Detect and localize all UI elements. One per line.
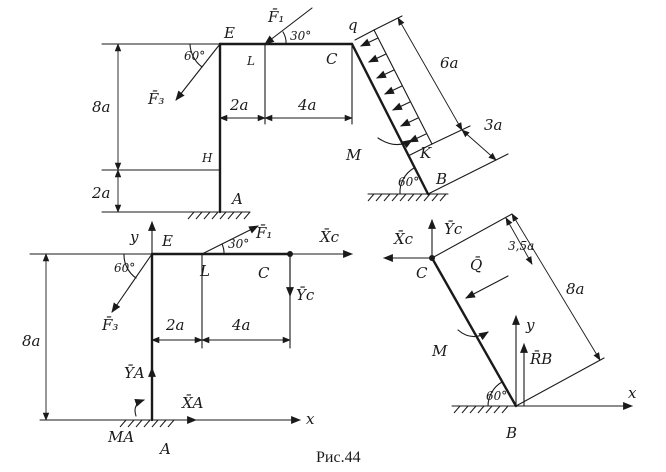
label-k: K: [419, 144, 432, 162]
force-f3-arrow: [175, 43, 221, 101]
label-dim-2a-horiz: 2a: [229, 96, 249, 114]
ground-hatch-b: [367, 193, 447, 202]
label-f3-fbd: F̄₃: [101, 316, 118, 334]
fbd-bottom-left: x y E L: [22, 221, 353, 458]
angle-arc-30: [282, 31, 287, 45]
moment-ma-arrow: [134, 399, 145, 417]
label-xc-r: X̄c: [393, 230, 414, 248]
moment-m-arrow: [377, 137, 413, 149]
label-c-fbd: C: [258, 264, 270, 282]
load-cap-bottom: [407, 143, 433, 157]
label-dim-4a-fbd: 4a: [231, 316, 251, 334]
ext-c-r: [431, 213, 513, 259]
label-ma-fbd: MA: [107, 428, 134, 446]
label-yc-fbd: Ȳc: [296, 286, 315, 304]
ext-3a-bottom: [427, 153, 509, 195]
label-q-r: Q̄: [470, 256, 482, 274]
label-l-fbd: L: [199, 262, 210, 280]
force-q: [465, 275, 509, 299]
ext-6a-bottom: [431, 125, 471, 145]
label-a-fbd: A: [158, 440, 171, 458]
axis-x-r-label: x: [628, 384, 637, 402]
label-b-r: B: [505, 424, 517, 442]
label-h: H: [201, 151, 213, 165]
axis-y-label: y: [129, 228, 139, 246]
label-c: C: [326, 50, 338, 68]
label-dim-4a: 4a: [297, 96, 317, 114]
angle-arc-b: [399, 167, 415, 195]
beam-cb: [350, 42, 430, 196]
label-xa-fbd: X̄A: [181, 394, 204, 412]
label-xc-fbd: X̄c: [319, 228, 340, 246]
load-envelope: [373, 29, 433, 145]
label-f1-fbd: F̄₁: [255, 224, 272, 242]
label-dim-8a-fbd: 8a: [22, 332, 41, 350]
force-f1-fbd: [201, 225, 259, 255]
label-dim-8a-r: 8a: [566, 280, 585, 298]
label-60-r: 60°: [486, 389, 507, 403]
dim-6a: [397, 17, 463, 131]
label-a: A: [230, 190, 243, 208]
label-l: L: [246, 54, 255, 68]
label-angle-60-b: 60°: [398, 175, 419, 189]
label-e-fbd: E: [161, 232, 173, 250]
dim-3a: [461, 129, 497, 161]
ext-6a-top: [373, 15, 403, 31]
dim-8a-r: [511, 213, 601, 361]
label-ya-fbd: ȲA: [124, 364, 145, 382]
axis-y-r-label: y: [525, 316, 535, 334]
label-e: E: [223, 24, 235, 42]
ground-hatch-a: [187, 211, 251, 220]
label-f1: F̄₁: [267, 8, 284, 26]
load-cap-top: [354, 29, 375, 41]
arc-60-fbd: [123, 253, 137, 279]
force-f1-arrow: [264, 7, 313, 45]
label-c-r: C: [416, 264, 428, 282]
frame-top-left: E L C H A F̄₁ F̄₃ 60° 30° 8a 2a 2a 4a: [91, 7, 354, 220]
axis-x-label: x: [306, 410, 315, 428]
figure-caption: Рис.44: [316, 449, 361, 466]
label-angle-60: 60°: [184, 49, 205, 63]
label-60-fbd: 60°: [114, 261, 135, 275]
label-dim-2a-fbd: 2a: [165, 316, 185, 334]
label-dim-3a: 3a: [484, 116, 503, 134]
fbd-bottom-right: C B M X̄c Ȳc Q̄ R̄B y x 60° 3,5a 8a: [383, 213, 637, 442]
ground-hatch-a-fbd: [119, 419, 175, 428]
ground-hatch-b-fbd: [453, 405, 509, 414]
label-f3: F̄₃: [147, 90, 164, 108]
label-yc-r: Ȳc: [444, 220, 463, 238]
arc-30-fbd: [221, 243, 225, 255]
angle-arc-60: [189, 43, 203, 68]
ext-b-r: [515, 357, 605, 407]
label-30-fbd: 30°: [228, 237, 249, 251]
label-dim-3-5a: 3,5a: [508, 239, 534, 253]
label-m-r: M: [431, 342, 448, 360]
label-rb: R̄B: [529, 350, 552, 368]
label-m: M: [345, 146, 362, 164]
label-q: q: [348, 16, 358, 34]
label-dim-8a: 8a: [92, 98, 111, 116]
force-f3-fbd: [111, 253, 153, 313]
arc-60-r: [487, 381, 503, 407]
beam-top-right: q M K B 60° 6a 3a: [345, 15, 509, 202]
label-dim-2a-vert: 2a: [91, 184, 111, 202]
beam-cb-fbd: [430, 256, 518, 408]
label-b: B: [435, 170, 447, 188]
label-dim-6a: 6a: [440, 54, 459, 72]
label-angle-30: 30°: [290, 29, 311, 43]
moment-m-r: [457, 329, 489, 341]
